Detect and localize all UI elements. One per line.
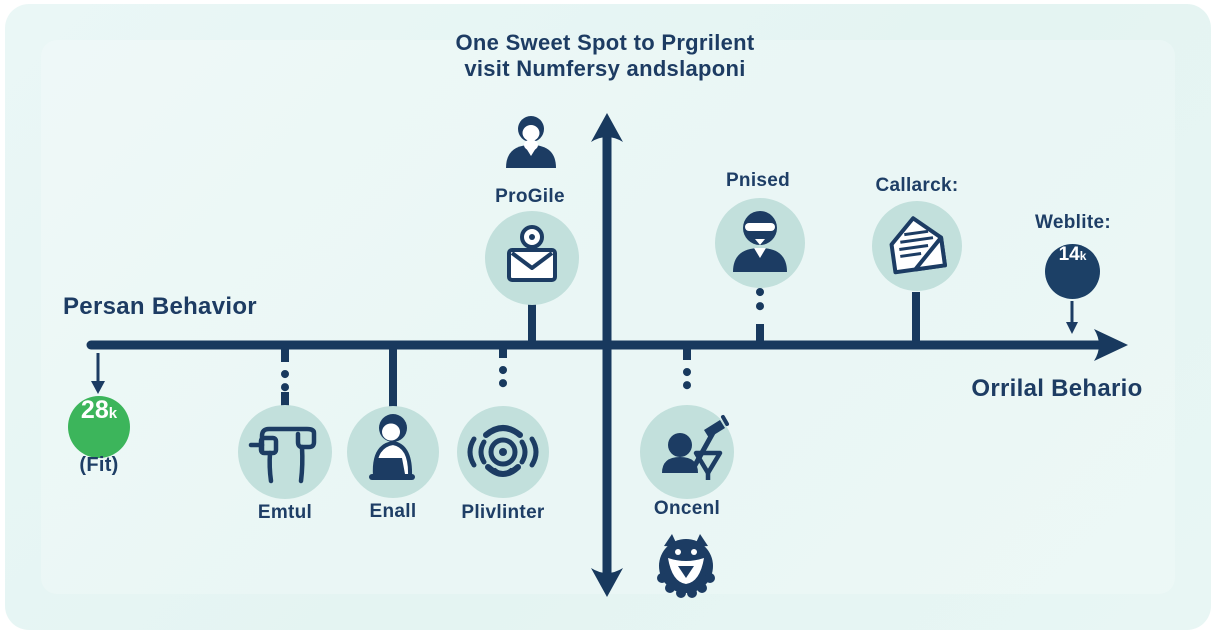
website-value: 14 xyxy=(1058,244,1080,265)
right-axis-label: Orrilal Behario xyxy=(971,375,1143,402)
right-arrowhead-icon xyxy=(1094,329,1128,361)
title-line-2: visit Numfersy andslaponi xyxy=(464,56,746,81)
left-axis-label: Persan Behavior xyxy=(63,293,257,320)
website-down-arrow-icon xyxy=(1066,301,1078,334)
enall-circle xyxy=(347,406,439,498)
oncenl-label: Oncenl xyxy=(653,498,721,519)
prised-circle xyxy=(715,198,805,288)
oncenl-circle xyxy=(640,405,734,499)
broadcast-target-icon xyxy=(467,425,539,477)
visor-person-icon xyxy=(733,211,787,272)
owl-creature-icon xyxy=(657,534,715,598)
laptop-person-icon xyxy=(369,414,415,480)
emtul-circle xyxy=(238,405,332,499)
up-arrowhead-icon xyxy=(591,113,623,142)
website-label: Weblite: xyxy=(1035,212,1111,233)
gavel-person-icon xyxy=(662,415,729,480)
callback-label: Callarck: xyxy=(875,175,959,196)
fit-unit: k xyxy=(108,405,118,422)
plivlinter-circle xyxy=(457,406,549,498)
open-letter-icon xyxy=(889,216,947,275)
bench-table-icon xyxy=(248,426,317,484)
down-arrowhead-icon xyxy=(591,568,623,597)
profile-mail-circle xyxy=(485,211,579,305)
person-icon xyxy=(506,116,556,168)
website-unit: k xyxy=(1079,249,1087,263)
emtul-label: Emtul xyxy=(257,502,313,523)
enall-label: Enall xyxy=(369,501,417,522)
plivlinter-label: Plivlinter xyxy=(461,502,545,523)
callback-circle xyxy=(872,201,962,291)
fit-down-arrow-icon xyxy=(91,353,105,394)
title: One Sweet Spot to Prgrilent visit Numfer… xyxy=(455,30,754,82)
fit-label: (Fit) xyxy=(79,454,119,476)
fit-value: 28 xyxy=(80,396,109,424)
profile-label: ProGile xyxy=(495,186,565,207)
mail-badge-icon xyxy=(507,225,557,282)
title-line-1: One Sweet Spot to Prgrilent xyxy=(455,30,755,55)
prised-label: Pnised xyxy=(725,170,791,191)
